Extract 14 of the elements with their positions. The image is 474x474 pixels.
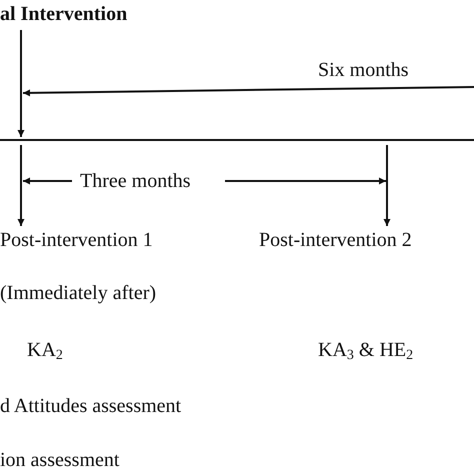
timepoint-label: Post-intervention 1 bbox=[0, 228, 153, 252]
assessment-label: KA$_{2}$ bbox=[27, 338, 63, 362]
arrow bbox=[384, 145, 390, 226]
arrow bbox=[18, 30, 24, 137]
legend-text: d Attitudes assessment bbox=[0, 394, 182, 418]
timepoint-note: (Immediately after) bbox=[0, 281, 156, 305]
duration-label: Three months bbox=[80, 169, 191, 193]
timepoint-label: Post-intervention 2 bbox=[259, 228, 412, 252]
arrow bbox=[18, 145, 24, 226]
heading-text: al Intervention bbox=[0, 2, 128, 26]
legend-text: ion assessment bbox=[0, 448, 120, 472]
assessment-label: KA$_{3}$ & HE$_{2}$ bbox=[318, 338, 414, 362]
timeline-bar bbox=[0, 139, 474, 141]
duration-label: Six months bbox=[318, 58, 409, 82]
